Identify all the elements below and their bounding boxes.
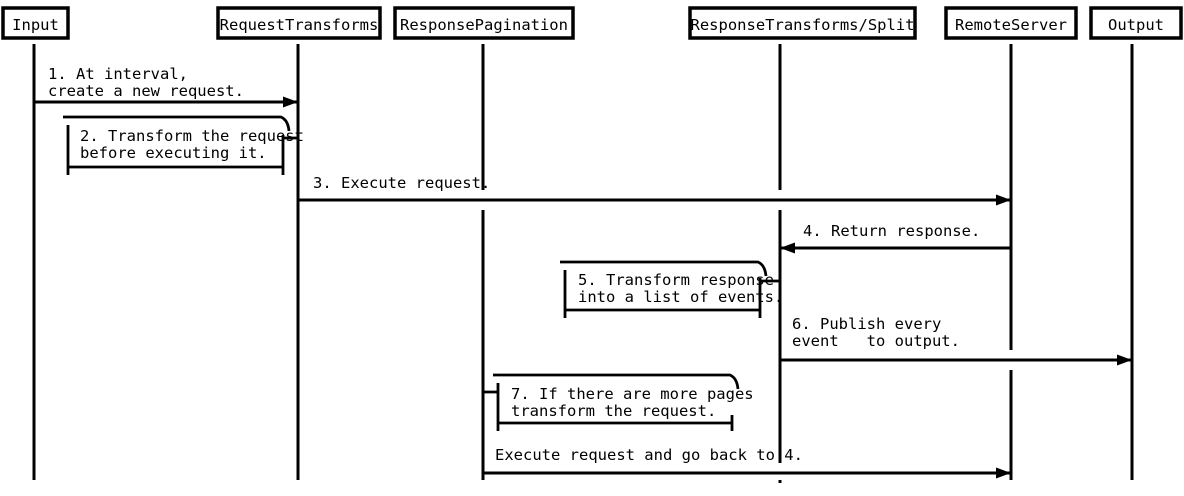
participant-box-response-pagination (393, 6, 575, 40)
note-shape-note-5 (560, 260, 780, 318)
participant-box-output (1089, 6, 1183, 40)
message-label-msg-4-line0: 4. Return response. (803, 222, 980, 240)
participant-label-remote-server: RemoteServer (955, 16, 1067, 34)
participant-box-remote-server (944, 6, 1078, 40)
note-text-note-5-line1: into a list of events. (578, 288, 783, 306)
message-label-msg-6-line0: 6. Publish every (792, 315, 941, 333)
participant-label-output: Output (1108, 16, 1164, 34)
message-label-msg-3-line0: 3. Execute request. (313, 174, 490, 192)
participant-box-input (1, 6, 70, 40)
message-label-msg-1-line0: 1. At interval, (48, 65, 188, 83)
participant-label-response-transforms-split: ResponseTransforms/Split (691, 16, 915, 34)
message-label-msg-loop-line0: Execute request and go back to 4. (495, 446, 803, 464)
participant-label-response-pagination: ResponsePagination (400, 16, 568, 34)
message-arrowhead-msg-1 (283, 96, 298, 108)
message-label-msg-6-line1: event to output. (792, 332, 960, 350)
participant-label-request-transforms: RequestTransforms (220, 16, 379, 34)
note-text-note-2-line0: 2. Transform the request (80, 127, 304, 145)
participant-box-response-transforms-split (688, 6, 917, 40)
note-text-note-7-line0: 7. If there are more pages (511, 385, 754, 403)
message-arrowhead-msg-loop (996, 467, 1011, 479)
note-text-note-7-line1: transform the request. (511, 402, 716, 420)
note-shape-note-7 (483, 373, 740, 431)
note-text-note-5-line0: 5. Transform response (578, 271, 774, 289)
note-text-note-2-line1: before executing it. (80, 144, 267, 162)
participant-box-request-transforms (216, 6, 382, 40)
message-arrowhead-msg-6 (1117, 354, 1132, 366)
participant-label-input: Input (12, 16, 59, 34)
message-arrowhead-msg-4 (780, 242, 795, 254)
message-label-msg-1-line1: create a new request. (48, 82, 244, 100)
note-shape-note-2 (63, 115, 298, 175)
message-arrowhead-msg-3 (996, 194, 1011, 206)
